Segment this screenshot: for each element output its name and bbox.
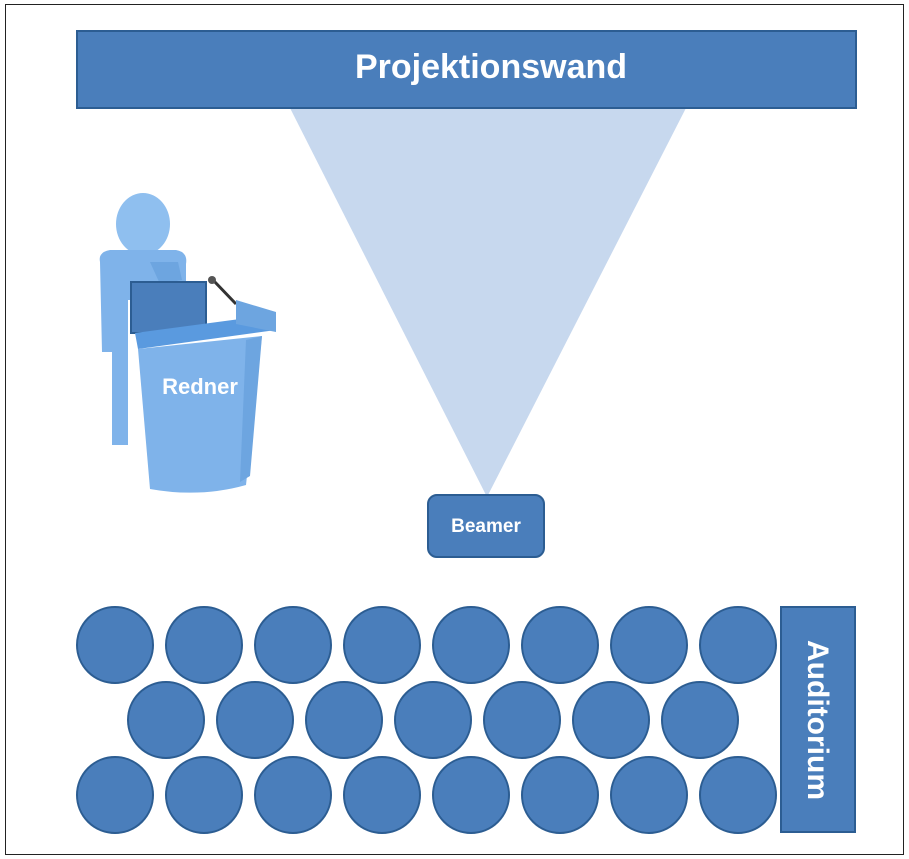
audience-seat <box>76 606 154 684</box>
audience-seat <box>343 756 421 834</box>
audience-seat <box>699 606 777 684</box>
audience-seat <box>661 681 739 759</box>
audience-seat <box>127 681 205 759</box>
audience-seat <box>394 681 472 759</box>
audience-seat <box>76 756 154 834</box>
auditorium-label: Auditorium <box>801 640 834 800</box>
speaker-label: Redner <box>162 374 238 399</box>
audience-seat <box>699 756 777 834</box>
auditorium-box: Auditorium <box>780 606 856 833</box>
projection-screen-label: Projektionswand <box>355 48 627 86</box>
projector-label: Beamer <box>451 516 521 537</box>
audience-seat <box>521 756 599 834</box>
audience-seat <box>305 681 383 759</box>
audience-seat <box>343 606 421 684</box>
audience-seat <box>165 756 243 834</box>
audience-seat <box>483 681 561 759</box>
projector-box: Beamer <box>427 494 545 558</box>
audience-seat <box>254 756 332 834</box>
audience-seat <box>432 756 510 834</box>
audience-seat <box>610 756 688 834</box>
audience-seat <box>216 681 294 759</box>
person-at-lectern-icon: Redner <box>99 193 276 493</box>
audience-seat <box>521 606 599 684</box>
audience-seat <box>254 606 332 684</box>
audience-seating <box>76 606 777 834</box>
projection-screen: Projektionswand <box>76 30 857 109</box>
audience-seat <box>572 681 650 759</box>
audience-seat <box>165 606 243 684</box>
audience-seat <box>432 606 510 684</box>
audience-seat <box>610 606 688 684</box>
projection-beam <box>290 108 686 497</box>
